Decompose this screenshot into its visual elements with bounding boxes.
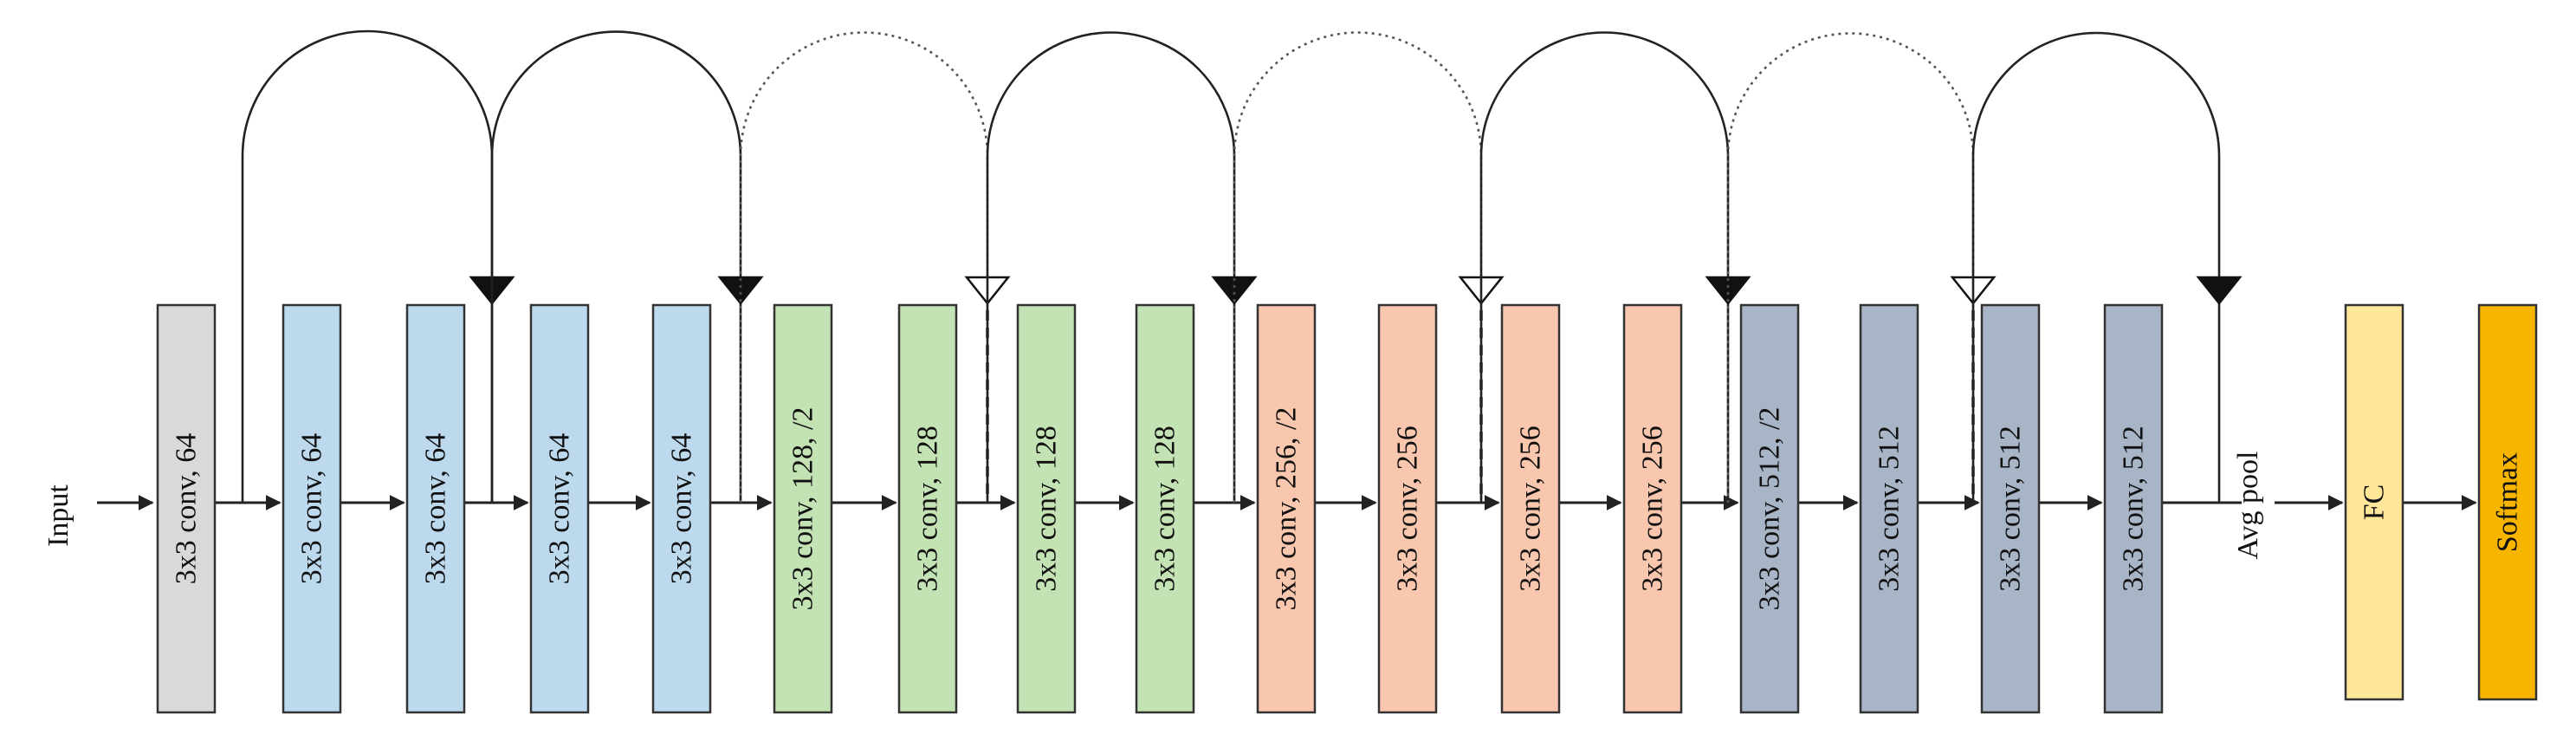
conv-block-rect [1739,303,1800,714]
conv-block-label: 3x3 conv, 256 [1515,426,1547,591]
conv-block-rect [651,303,712,714]
conv-block-label: 3x3 conv, 512 [1995,426,2027,591]
skip-connection-arc [490,30,742,503]
conv-block-label: 3x3 conv, 128 [1031,426,1063,591]
conv-block: 3x3 conv, 64 [156,303,217,714]
softmax-block: Softmax [2477,303,2538,701]
conv-block: 3x3 conv, 128 [1135,303,1195,714]
conv-block-rect [1622,303,1683,714]
conv-block-rect [1980,303,2041,714]
conv-block: 3x3 conv, 128 [1016,303,1077,714]
conv-block-label: 3x3 conv, 128, /2 [787,407,819,611]
skip-connection-arc [1971,31,2221,503]
conv-block: 3x3 conv, 256 [1377,303,1438,714]
conv-block-rect [1377,303,1438,714]
conv-block-rect [156,303,217,714]
conv-block: 3x3 conv, 256, /2 [1256,303,1317,714]
conv-block-rect [2103,303,2164,714]
conv-block: 3x3 conv, 64 [529,303,590,714]
conv-block-label: 3x3 conv, 512 [2118,426,2150,591]
fc-block: FC [2344,303,2404,701]
conv-block: 3x3 conv, 64 [282,303,342,714]
conv-block-label: 3x3 conv, 512 [1874,426,1906,591]
conv-block-label: 3x3 conv, 64 [544,433,576,584]
conv-block-rect [1016,303,1077,714]
conv-block: 3x3 conv, 64 [405,303,466,714]
conv-block-rect [1135,303,1195,714]
conv-block: 3x3 conv, 512 [2103,303,2164,714]
conv-block-label: 3x3 conv, 128 [1149,426,1181,591]
skip-connection-arc [739,31,989,503]
conv-block-rect [1256,303,1317,714]
conv-block-rect [529,303,590,714]
block-layer: 3x3 conv, 64 3x3 conv, 64 3x3 conv, 64 3x3 … [156,303,2538,714]
connection-layer [97,29,2477,510]
conv-block: 3x3 conv, 512, /2 [1739,303,1800,714]
conv-block: 3x3 conv, 128, /2 [773,303,833,714]
skip-merge-triangle-icon [1211,276,1258,306]
conv-block-rect [1500,303,1561,714]
conv-block-label: 3x3 conv, 64 [666,433,698,584]
conv-block-rect [897,303,958,714]
conv-block-label: 3x3 conv, 128 [912,426,944,591]
conv-block-rect [282,303,342,714]
conv-block-label: 3x3 conv, 64 [296,433,328,584]
conv-block-label: 3x3 conv, 64 [420,433,452,584]
softmax-block-rect [2477,303,2538,701]
skip-connection-arc [1479,31,1730,503]
skip-merge-triangle-icon [2196,276,2243,306]
input-label: Input [42,484,74,547]
conv-block: 3x3 conv, 256 [1622,303,1683,714]
avg-pool-label: Avg pool [2232,452,2264,560]
skip-connection-arc [986,31,1236,503]
conv-block-rect [773,303,833,714]
conv-block-label: 3x3 conv, 512, /2 [1754,407,1786,611]
fc-block-rect [2344,303,2404,701]
fc-label: FC [2359,484,2391,521]
conv-block-rect [405,303,466,714]
conv-block: 3x3 conv, 256 [1500,303,1561,714]
softmax-label: Softmax [2492,452,2524,552]
conv-block-label: 3x3 conv, 256 [1392,426,1424,591]
conv-block: 3x3 conv, 512 [1980,303,2041,714]
conv-block-label: 3x3 conv, 256, /2 [1271,407,1303,611]
skip-connection-arc [241,29,494,503]
skip-connection-arc [1233,31,1483,503]
skip-merge-triangle-icon [1705,276,1751,306]
conv-block-label: 3x3 conv, 64 [171,433,203,584]
conv-block-label: 3x3 conv, 256 [1637,426,1669,591]
conv-block: 3x3 conv, 512 [1859,303,1919,714]
conv-block-rect [1859,303,1919,714]
skip-merge-triangle-icon [717,276,764,306]
conv-block: 3x3 conv, 128 [897,303,958,714]
conv-block: 3x3 conv, 64 [651,303,712,714]
